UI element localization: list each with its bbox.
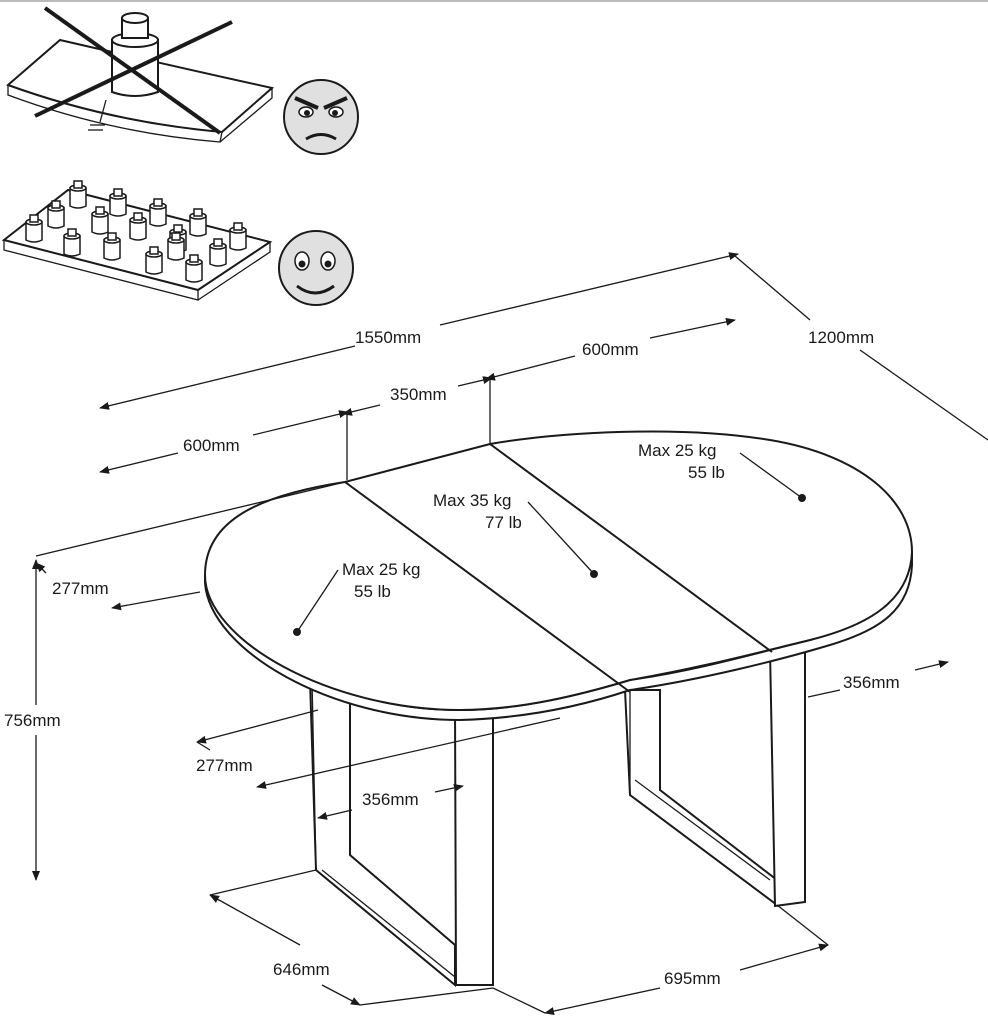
dim-end-left: 600mm xyxy=(183,436,240,455)
dim-end-right: 600mm xyxy=(582,340,639,359)
weight-icon xyxy=(109,188,127,217)
smiley-face-icon xyxy=(278,230,354,306)
leaf-seam-right xyxy=(489,443,773,653)
load-center-lb: 77 lb xyxy=(485,513,522,532)
weight-icon xyxy=(103,232,121,261)
dim-height: 756mm xyxy=(4,711,61,730)
leaf-seam-left xyxy=(344,481,631,693)
dim-width: 1200mm xyxy=(808,328,874,347)
weight-icon xyxy=(63,228,81,257)
weight-icon xyxy=(229,222,247,251)
load-left-kg: Max 25 kg xyxy=(342,560,420,579)
weight-icon xyxy=(185,254,203,283)
dim-overhang-back: 277mm xyxy=(52,579,109,598)
leg-frame-left xyxy=(308,678,494,988)
cross-line-2 xyxy=(34,20,233,118)
load-right-lb: 55 lb xyxy=(688,463,725,482)
dimension-lines xyxy=(32,252,988,1015)
load-center-kg: Max 35 kg xyxy=(433,491,511,510)
weight-icon xyxy=(145,246,163,275)
weight-icon xyxy=(209,238,227,267)
weight-icon xyxy=(25,214,43,243)
dim-overhang-front: 277mm xyxy=(196,756,253,775)
table-top xyxy=(203,430,914,712)
bad-load-illustration xyxy=(6,6,275,143)
weight-icon xyxy=(47,200,65,229)
small-weights-group xyxy=(25,180,247,283)
weight-icon xyxy=(189,208,207,237)
dim-leg-to-edge-right: 356mm xyxy=(843,673,900,692)
weight-icon xyxy=(149,198,167,227)
dim-leg-span: 695mm xyxy=(664,969,721,988)
weight-icon xyxy=(167,232,185,261)
angry-face-icon xyxy=(283,79,359,155)
weight-icon xyxy=(129,212,147,241)
load-left-lb: 55 lb xyxy=(354,582,391,601)
dim-length-total: 1550mm xyxy=(355,328,421,347)
weight-icon xyxy=(69,180,87,209)
load-right-kg: Max 25 kg xyxy=(638,441,716,460)
leg-frame-right xyxy=(623,649,806,908)
dim-leg-depth: 646mm xyxy=(273,960,330,979)
dim-leaf-center: 350mm xyxy=(390,385,447,404)
weight-icon xyxy=(91,206,109,235)
dim-leg-to-edge-left: 356mm xyxy=(362,790,419,809)
table-drawing xyxy=(203,430,914,988)
